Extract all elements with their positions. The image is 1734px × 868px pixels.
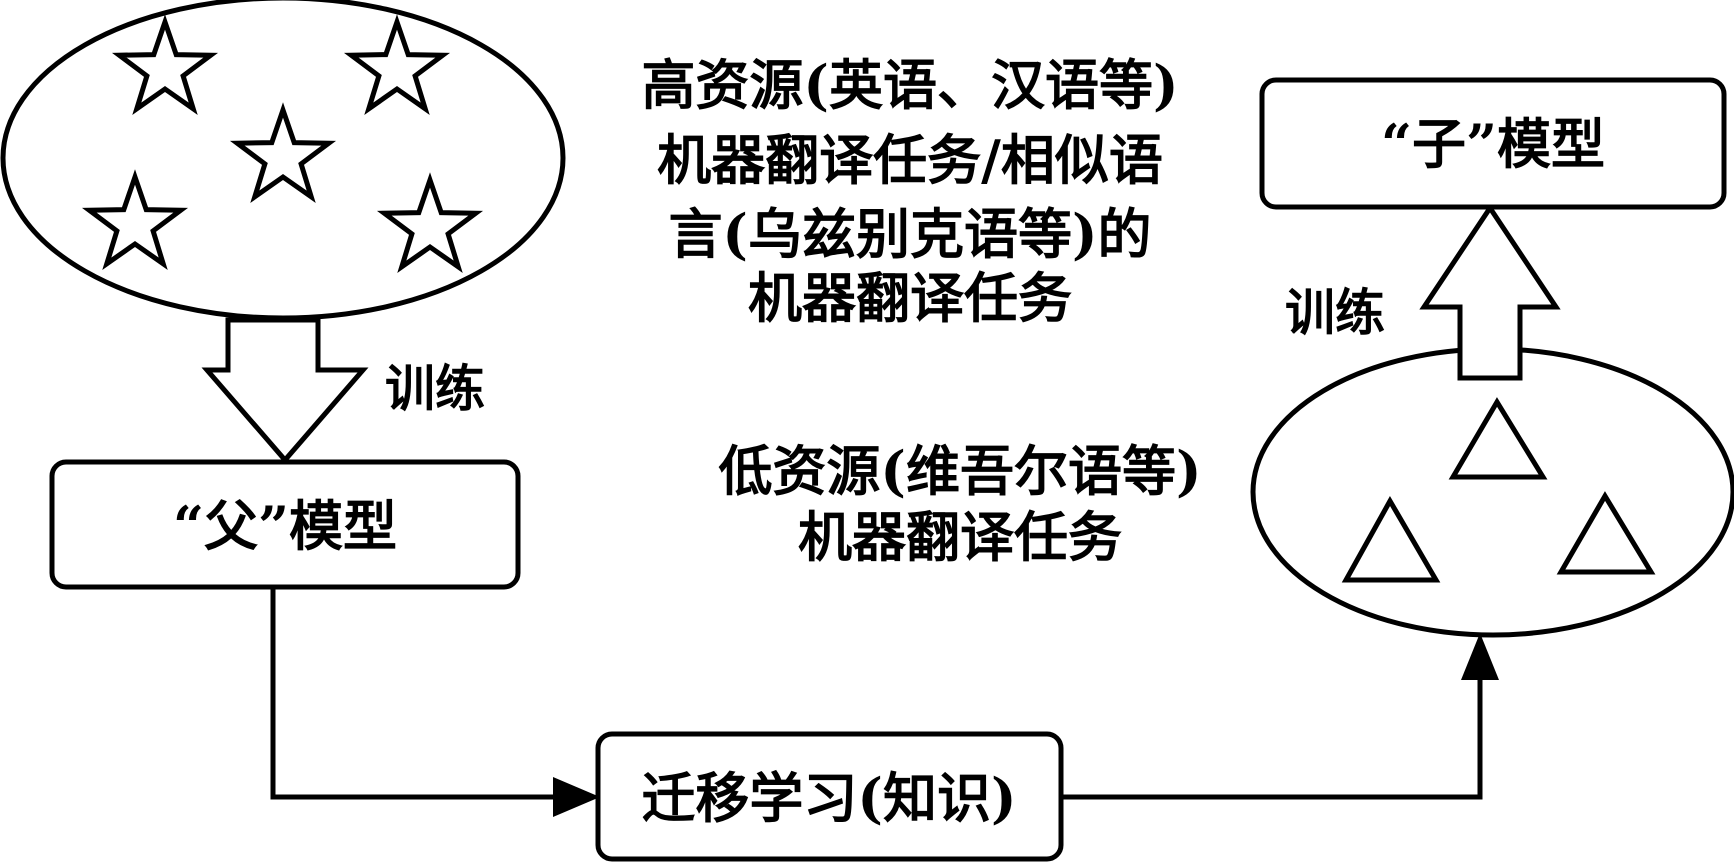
- low-resource-line-1: 低资源(维吾尔语等): [718, 439, 1201, 503]
- train-label-right: 训练: [1285, 283, 1385, 342]
- low-resource-line-2: 机器翻译任务: [798, 505, 1122, 569]
- child-model-label: “子”模型: [1381, 112, 1605, 176]
- train-down-arrow: [201, 317, 369, 464]
- star-icon: [111, 14, 219, 116]
- high-resource-line-2: 机器翻译任务/相似语: [657, 128, 1163, 192]
- star-icon: [81, 169, 189, 271]
- connector-transfer-to-child-set: [1061, 675, 1483, 800]
- low-resource-set: [1250, 346, 1734, 638]
- train-up-arrow: [1419, 203, 1561, 381]
- transfer-learning-label: 迁移学习(知识): [641, 766, 1016, 830]
- low-resource-ellipse: [1250, 346, 1734, 638]
- high-resource-line-1: 高资源(英语、汉语等): [641, 53, 1178, 117]
- triangle-icon: [1448, 397, 1548, 480]
- star-icons: [81, 14, 484, 274]
- star-icon: [376, 172, 484, 274]
- train-label-left: 训练: [385, 359, 485, 418]
- parent-model-node: “父”模型: [49, 459, 521, 590]
- high-resource-line-4: 机器翻译任务: [748, 266, 1072, 330]
- high-resource-line-3: 言(乌兹别克语等)的: [668, 202, 1151, 266]
- connector-parent-to-transfer: [270, 587, 560, 800]
- arrowhead-to-transfer: [553, 777, 600, 817]
- triangle-icon: [1556, 491, 1656, 575]
- low-resource-description: 低资源(维吾尔语等) 机器翻译任务: [718, 439, 1201, 569]
- parent-model-box: [49, 459, 521, 590]
- star-icon: [229, 102, 337, 204]
- arrowhead-to-child-set: [1461, 633, 1499, 680]
- child-model-box: [1259, 77, 1727, 210]
- parent-model-label: “父”模型: [173, 494, 397, 558]
- transfer-learning-node: 迁移学习(知识): [595, 731, 1064, 862]
- child-model-node: “子”模型: [1259, 77, 1727, 210]
- triangle-icon: [1341, 495, 1441, 583]
- high-resource-description: 高资源(英语、汉语等) 机器翻译任务/相似语 言(乌兹别克语等)的 机器翻译任务: [641, 53, 1178, 330]
- star-icon: [343, 14, 451, 116]
- high-resource-set: [0, 0, 566, 321]
